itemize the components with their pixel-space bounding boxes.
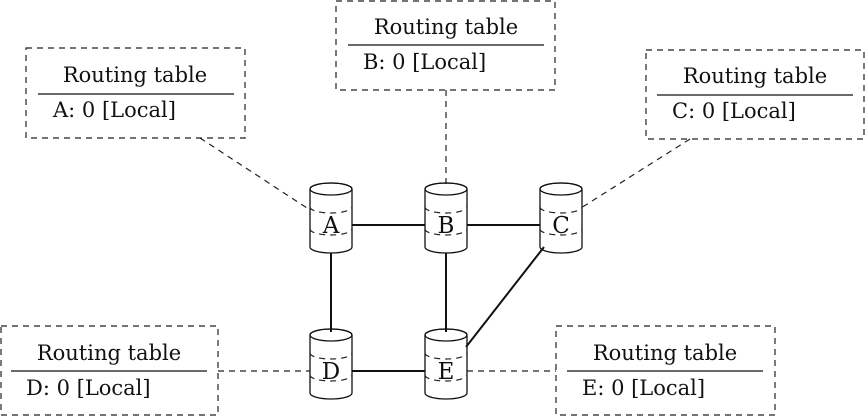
routing-table-b-title: Routing table bbox=[374, 15, 518, 39]
routing-table-e: Routing table E: 0 [Local] bbox=[555, 325, 776, 416]
router-a: A bbox=[309, 182, 353, 254]
router-c-label: C bbox=[552, 213, 570, 239]
router-c: C bbox=[539, 182, 583, 254]
routing-table-a: Routing table A: 0 [Local] bbox=[25, 47, 246, 139]
routing-table-d-entry: D: 0 [Local] bbox=[26, 376, 151, 400]
router-e-label: E bbox=[438, 359, 455, 385]
router-d: D bbox=[309, 328, 353, 400]
router-b: B bbox=[424, 182, 468, 254]
routing-table-c-entry: C: 0 [Local] bbox=[672, 99, 796, 123]
router-a-label: A bbox=[322, 213, 340, 239]
connector-a bbox=[199, 137, 311, 211]
routing-table-e-entry: E: 0 [Local] bbox=[582, 376, 705, 400]
router-b-label: B bbox=[438, 213, 455, 239]
router-e: E bbox=[424, 328, 468, 400]
routing-table-e-title: Routing table bbox=[593, 341, 737, 365]
routing-table-d-title: Routing table bbox=[37, 341, 181, 365]
link-c-e bbox=[465, 246, 545, 348]
routing-table-b: Routing table B: 0 [Local] bbox=[335, 0, 556, 91]
routing-table-a-entry: A: 0 [Local] bbox=[52, 98, 176, 122]
routing-table-c: Routing table C: 0 [Local] bbox=[645, 49, 865, 140]
routing-table-b-entry: B: 0 [Local] bbox=[363, 50, 486, 74]
router-d-label: D bbox=[322, 359, 340, 385]
connector-c bbox=[580, 138, 691, 209]
routing-table-d: Routing table D: 0 [Local] bbox=[0, 325, 219, 416]
routing-table-c-title: Routing table bbox=[683, 64, 827, 88]
routing-table-a-title: Routing table bbox=[63, 63, 207, 87]
